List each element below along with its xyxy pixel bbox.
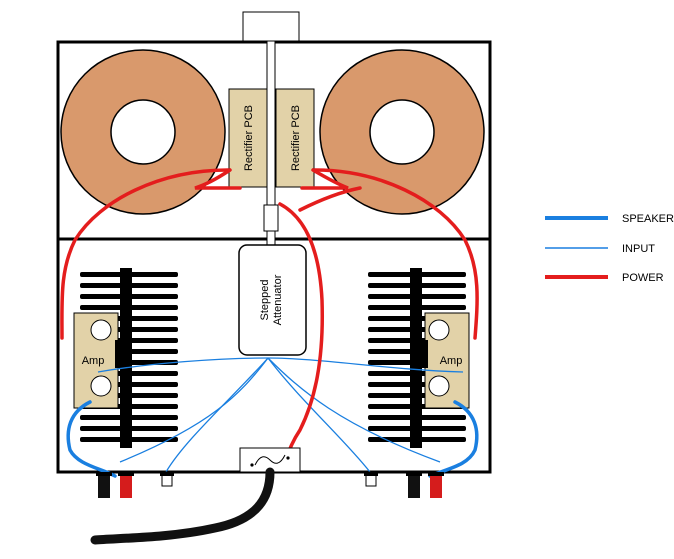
- input-jack-left: [160, 471, 174, 487]
- amp-board-left: Amp: [73, 312, 121, 409]
- input-wires: [97, 357, 464, 473]
- speaker-terminals-left: [96, 472, 134, 498]
- toroid-right: [319, 49, 485, 215]
- heatsink-right-fin: [368, 437, 466, 442]
- top-box: [242, 11, 300, 42]
- rectifier-pcb-right: Rectifier PCB: [275, 88, 315, 188]
- stepped-attenuator: Stepped Attenuator: [238, 244, 307, 356]
- legend: SPEAKER INPUT POWER: [545, 213, 674, 284]
- heatsink-right-fin: [368, 294, 466, 299]
- rectifier-right-label: Rectifier PCB: [290, 105, 302, 171]
- heatsink-right-fin: [368, 305, 466, 310]
- amp-right-label: Amp: [440, 355, 463, 367]
- heatsink-left-fin: [80, 294, 178, 299]
- heatsink-right-spine: [410, 268, 422, 448]
- attenuator-label-line2: Attenuator: [272, 274, 284, 325]
- legend-speaker-label: SPEAKER: [622, 213, 674, 225]
- heatsink-left-spine: [120, 268, 132, 448]
- heatsink-left-fin: [80, 305, 178, 310]
- speaker-terminals-right: [406, 472, 444, 498]
- center-bar-block: [263, 204, 279, 232]
- mains-cable: [90, 467, 275, 545]
- heatsink-left-fin: [80, 415, 178, 420]
- speaker-wires: [66, 400, 479, 478]
- amp-board-right: Amp: [422, 312, 470, 409]
- heatsink-right-fin: [368, 415, 466, 420]
- heatsink-left-fin: [80, 272, 178, 277]
- heatsink-right-fin: [368, 426, 466, 431]
- power-switch: [239, 447, 301, 473]
- heatsink-right-fin: [368, 272, 466, 277]
- heatsink-left-fin: [80, 426, 178, 431]
- input-jack-right: [364, 471, 378, 487]
- heatsink-left-fin: [80, 283, 178, 288]
- heatsink-left-fin: [80, 437, 178, 442]
- amp-left-label: Amp: [82, 355, 105, 367]
- rectifier-left-label: Rectifier PCB: [243, 105, 255, 171]
- attenuator-label-line1: Stepped: [259, 280, 271, 321]
- rectifier-pcb-left: Rectifier PCB: [228, 88, 268, 188]
- power-wires: [60, 168, 479, 464]
- legend-power-label: POWER: [622, 272, 664, 284]
- heatsink-right-fin: [368, 283, 466, 288]
- legend-input-label: INPUT: [622, 243, 655, 255]
